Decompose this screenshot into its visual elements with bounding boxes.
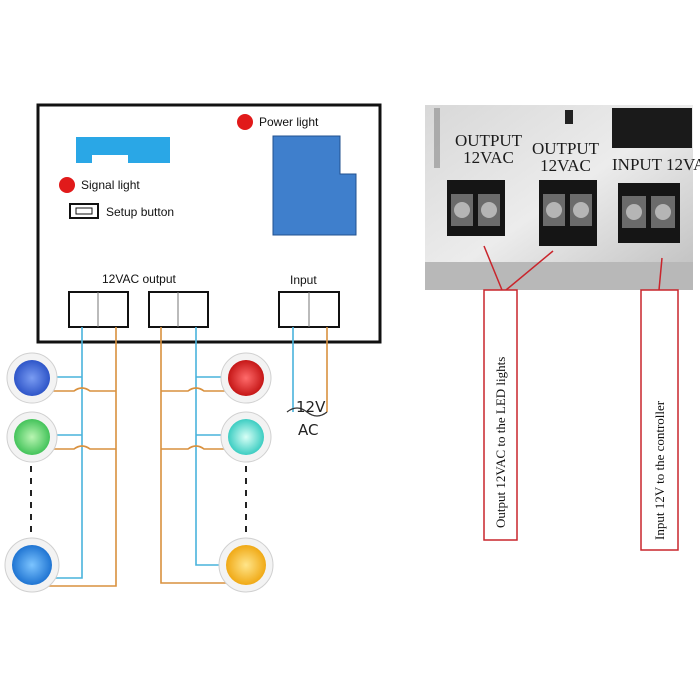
photo-output2-title: OUTPUT 12VAC (532, 139, 600, 175)
light-blue-top (6, 352, 58, 404)
terminal-board-photo (425, 105, 693, 290)
photo-output1-title: OUTPUT 12VAC (455, 131, 523, 167)
output-terminal-2 (148, 291, 209, 328)
wires-right (160, 327, 236, 584)
input-terminal (278, 291, 340, 328)
callout-input-text: Input 12V to the controller (652, 400, 667, 540)
relay-block (272, 135, 357, 236)
signal-light-indicator (59, 177, 75, 193)
display-shape (76, 137, 170, 163)
light-red (220, 352, 272, 404)
light-blue-bottom (4, 537, 60, 593)
light-cyan (220, 411, 272, 463)
signal-light-label: Signal light (81, 178, 140, 192)
callout-lines (483, 245, 663, 291)
callout-output-box (483, 289, 518, 541)
power-light-label: Power light (259, 115, 319, 129)
output-label: 12VAC output (102, 272, 176, 286)
power-light-indicator (237, 114, 253, 130)
callout-input-box (640, 289, 679, 551)
supply-type: AC (298, 421, 319, 439)
input-label: Input (290, 273, 317, 287)
setup-button-inner (75, 207, 93, 215)
terminal-block-2 (539, 180, 597, 246)
terminal-block-1 (447, 180, 505, 236)
supply-voltage: 12V (296, 398, 326, 416)
setup-button-label: Setup button (106, 205, 175, 219)
terminal-block-3 (618, 183, 680, 243)
callout-output-text: Output 12VAC to the LED lights (493, 356, 508, 528)
light-yellow (218, 537, 274, 593)
output-terminal-1 (68, 291, 129, 328)
light-green-left (6, 411, 58, 463)
wires-input (286, 327, 328, 417)
photo-input-title: INPUT 12VA (612, 155, 700, 174)
